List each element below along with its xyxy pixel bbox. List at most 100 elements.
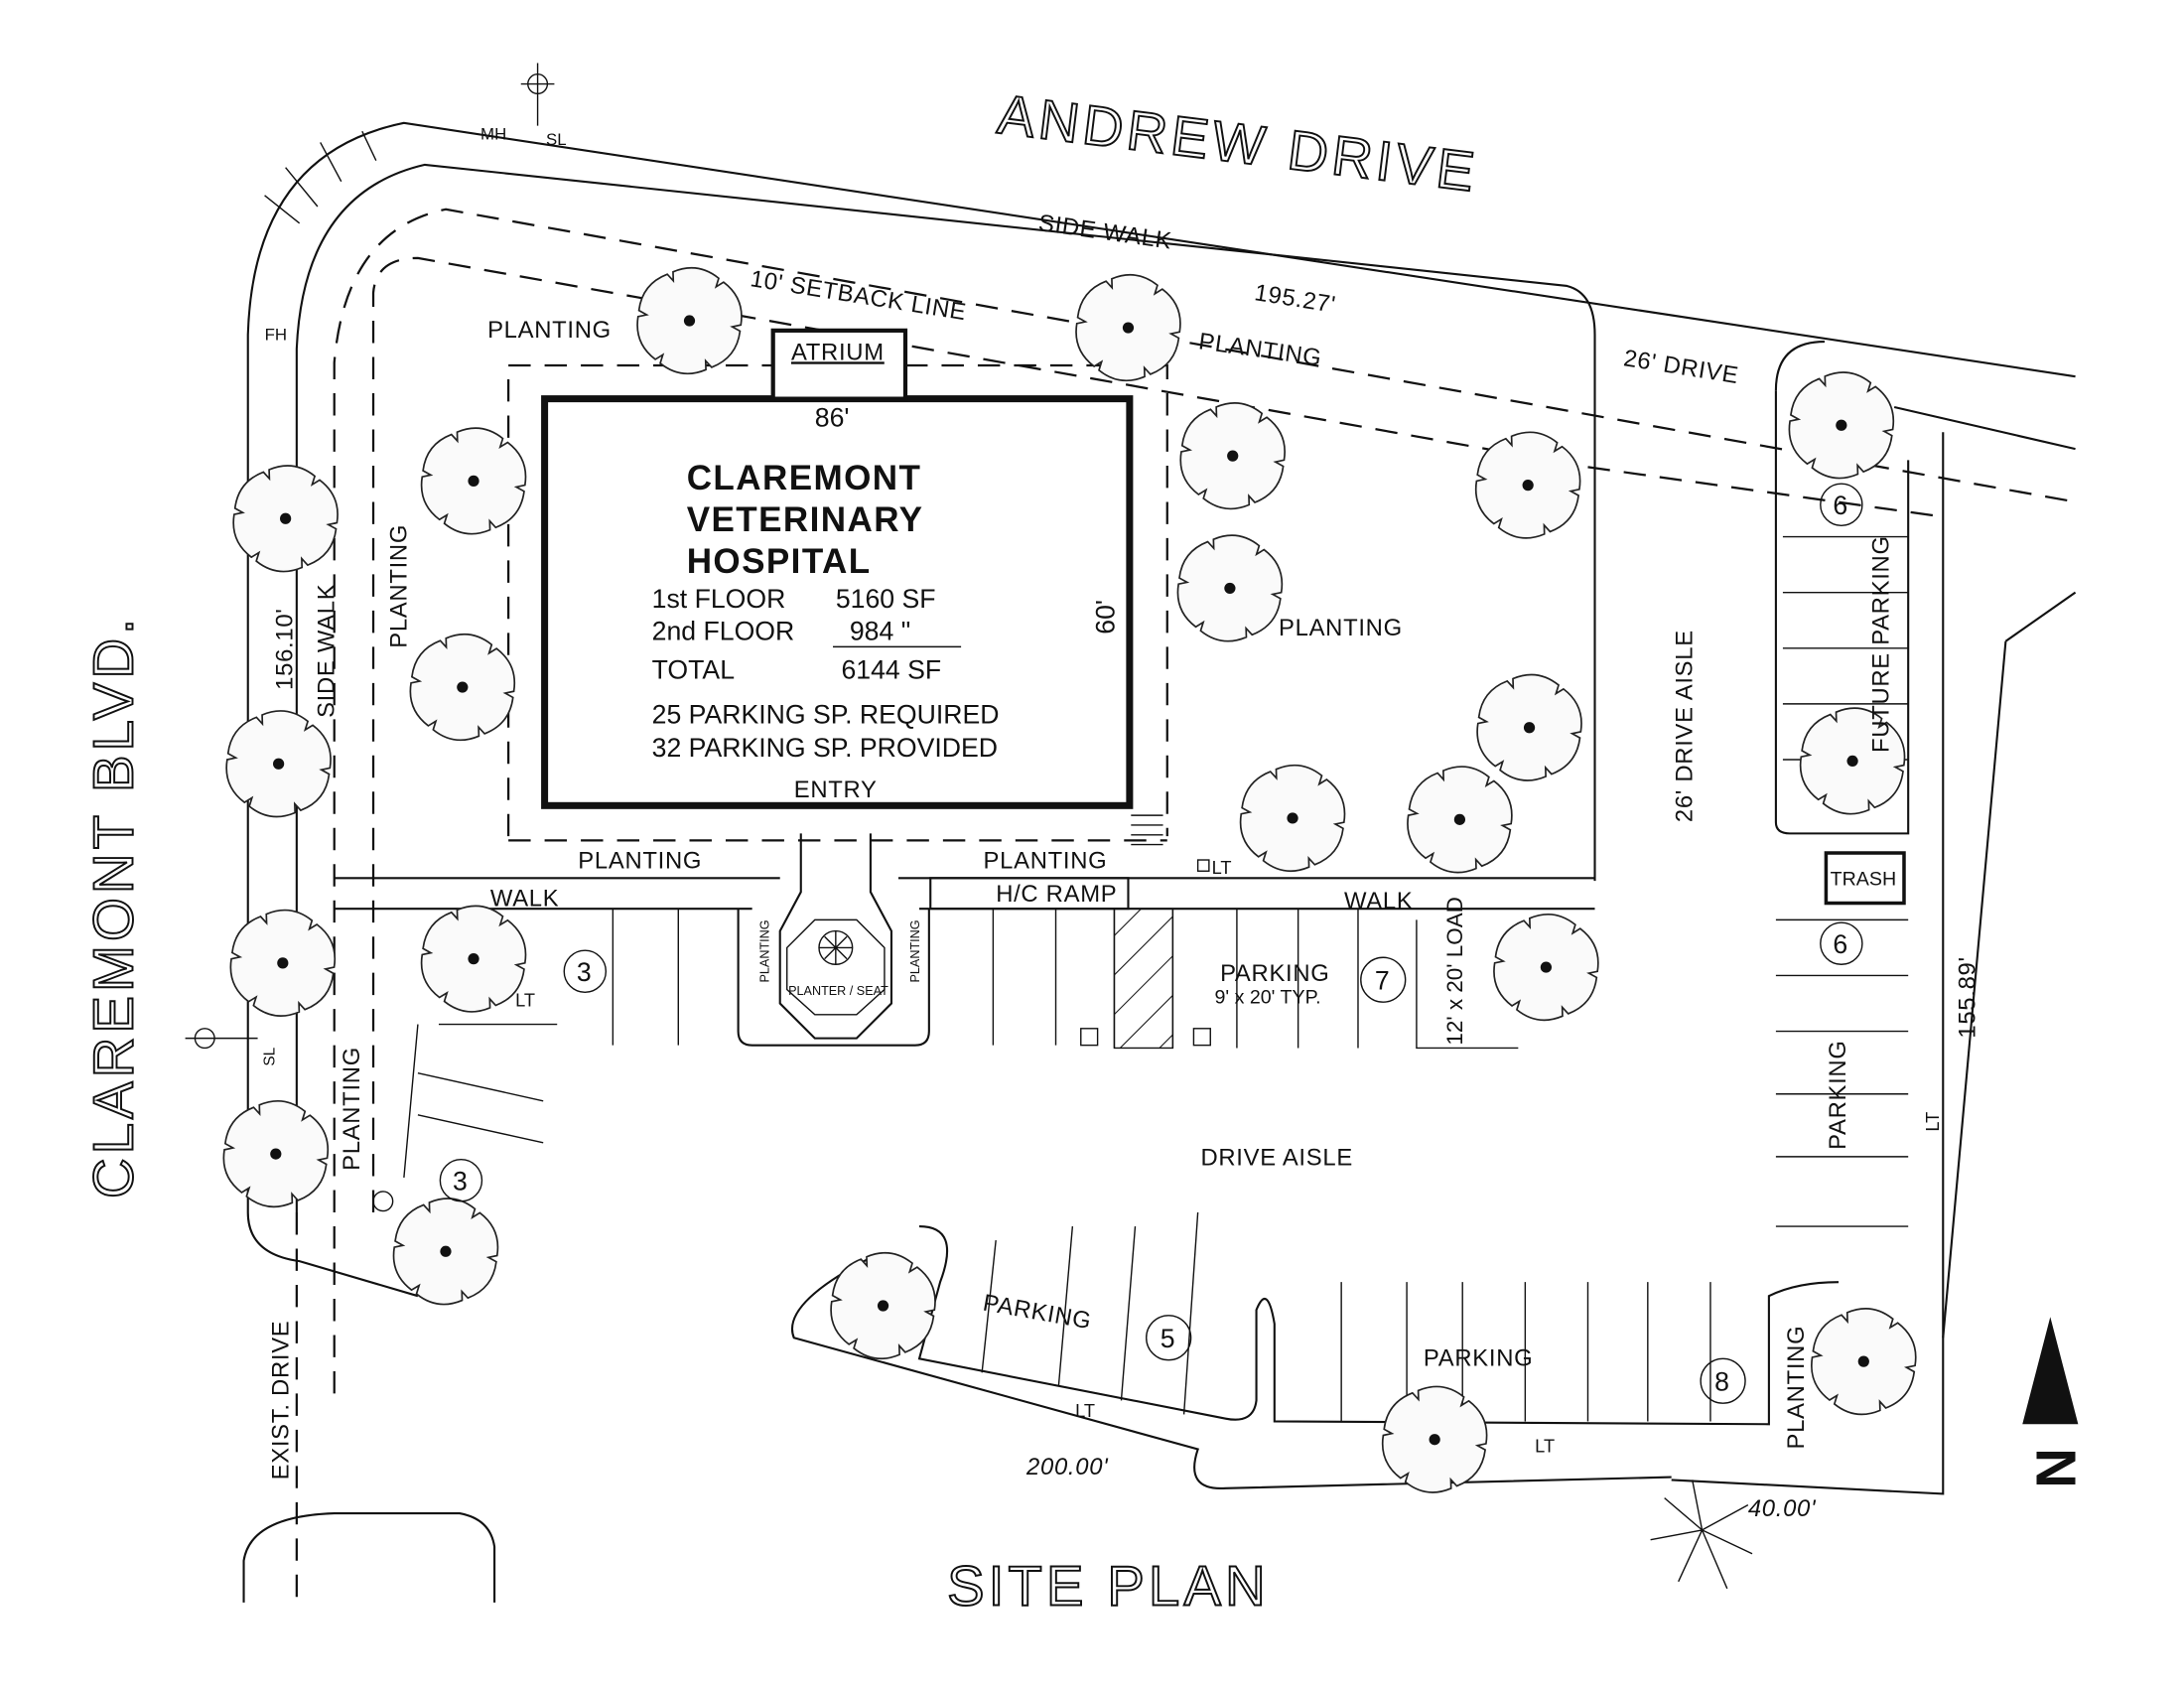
- parking-required: 25 PARKING SP. REQUIRED: [652, 700, 1000, 730]
- planter-seat-label: PLANTER / SEAT: [788, 984, 888, 998]
- building-footprint: [541, 395, 1134, 809]
- count-west-lower: 3: [453, 1167, 468, 1197]
- label-planting-6: PLANTING: [984, 847, 1108, 874]
- label-side-walk-north: SIDE WALK: [1036, 210, 1173, 255]
- count-west-upper: 3: [577, 957, 592, 987]
- north-arrow-label: N: [2025, 1448, 2088, 1488]
- tree-trunk-dot: [273, 758, 285, 770]
- label-sl-west: SL: [261, 1047, 278, 1065]
- tree-trunk-dot: [1857, 1355, 1869, 1367]
- tree-trunk-dot: [683, 315, 696, 327]
- building-width-dim: 86': [815, 403, 850, 433]
- building-name-3: HOSPITAL: [687, 542, 872, 581]
- parking-stalls-west: [403, 1023, 558, 1178]
- tree-trunk-dot: [1836, 419, 1847, 431]
- atrium: [770, 328, 908, 401]
- label-lt-4: LT: [1535, 1435, 1555, 1456]
- atrium-label: ATRIUM: [791, 339, 885, 365]
- north-arrow-icon: N: [2022, 1317, 2088, 1488]
- floor2-label: 2nd FLOOR: [652, 616, 795, 645]
- tree-trunk-dot: [270, 1148, 282, 1160]
- tree-trunk-dot: [1523, 722, 1536, 734]
- tree-trunk-dot: [440, 1245, 452, 1257]
- count-east-upper: 6: [1833, 491, 1847, 520]
- label-setback: 10' SETBACK LINE: [749, 265, 968, 326]
- tree-trunk-dot: [468, 475, 479, 488]
- label-lt-2: LT: [1212, 857, 1232, 878]
- parking-stalls-south: [791, 535, 1909, 1489]
- tree-trunk-dot: [1846, 755, 1858, 768]
- floor2-value: 984 ": [850, 616, 910, 645]
- label-parking-typ: 9' x 20' TYP.: [1214, 987, 1320, 1009]
- label-fh: FH: [265, 326, 287, 345]
- dim-southeast: 40.00': [1748, 1495, 1817, 1522]
- tree-trunk-dot: [1224, 582, 1236, 595]
- dim-west: 156.10': [272, 608, 299, 689]
- curb-lines: [242, 121, 2077, 1603]
- label-mh: MH: [480, 125, 506, 144]
- label-planting-1: PLANTING: [487, 317, 612, 344]
- label-hc-ramp: H/C RAMP: [996, 881, 1117, 908]
- building-name-1: CLAREMONT: [687, 459, 922, 497]
- label-planting-8: PLANTING: [1783, 1326, 1810, 1450]
- count-south-left: 5: [1160, 1324, 1175, 1353]
- label-walk-left: WALK: [490, 885, 560, 912]
- plaza-planting-left: PLANTING: [757, 919, 771, 982]
- label-sl-north: SL: [546, 130, 567, 149]
- building-name-2: VETERINARY: [687, 500, 924, 539]
- dim-east: 155.89': [1955, 956, 1981, 1038]
- street-claremont-blvd: CLAREMONT BLVD.: [81, 615, 144, 1198]
- label-lt-3: LT: [1075, 1400, 1095, 1421]
- tree-trunk-dot: [877, 1300, 889, 1312]
- label-lt-1: LT: [515, 989, 535, 1010]
- plaza-planting-right: PLANTING: [908, 919, 922, 982]
- tree-trunk-dot: [1522, 479, 1534, 492]
- stall-counts: 3 3 7 5 8 6 6: [439, 483, 1863, 1404]
- label-planting-2: PLANTING: [1197, 328, 1323, 371]
- tree-trunk-dot: [457, 681, 469, 693]
- tree-trunk-dot: [277, 957, 289, 969]
- palm-tree-icon: [1650, 1480, 1753, 1590]
- parking-stalls-front: [612, 908, 1519, 1050]
- walks: [334, 814, 1595, 1047]
- total-value: 6144 SF: [841, 655, 941, 685]
- tree-trunk-dot: [1287, 812, 1298, 824]
- label-planting-5: PLANTING: [578, 847, 702, 874]
- label-parking-south-right: PARKING: [1424, 1344, 1533, 1371]
- floor1-label: 1st FLOOR: [652, 584, 786, 614]
- label-planting-7: PLANTING: [339, 1047, 365, 1171]
- dim-north: 195.27': [1253, 279, 1338, 319]
- tree-trunk-dot: [1227, 450, 1239, 462]
- label-planting-4: PLANTING: [1279, 615, 1403, 641]
- label-parking-front: PARKING: [1220, 960, 1329, 987]
- street-andrew-drive: ANDREW DRIVE: [995, 82, 1482, 204]
- label-lt-5: LT: [1922, 1112, 1943, 1132]
- light-pole-icons: [185, 63, 1210, 1212]
- label-side-walk-west: SIDE WALK: [314, 584, 341, 718]
- parking-provided: 32 PARKING SP. PROVIDED: [652, 733, 998, 763]
- entry-label: ENTRY: [794, 776, 878, 803]
- tree-trunk-dot: [468, 953, 479, 965]
- label-load: 12' x 20' LOAD: [1442, 897, 1467, 1046]
- label-26-drive: 26' DRIVE: [1622, 345, 1741, 389]
- count-south-right: 8: [1714, 1367, 1729, 1397]
- count-front: 7: [1375, 966, 1390, 996]
- total-label: TOTAL: [652, 655, 735, 685]
- label-drive-aisle: DRIVE AISLE: [1200, 1144, 1353, 1171]
- count-east-lower: 6: [1833, 929, 1847, 959]
- tree-trunk-dot: [1429, 1434, 1440, 1446]
- label-parking-east: PARKING: [1825, 1040, 1851, 1149]
- floor1-value: 5160 SF: [836, 584, 936, 614]
- tree-trunk-dot: [1453, 813, 1466, 825]
- label-planting-3: PLANTING: [386, 524, 413, 648]
- label-future-parking: FUTURE PARKING: [1868, 535, 1895, 753]
- label-walk-right: WALK: [1344, 888, 1414, 915]
- label-26-drive-aisle: 26' DRIVE AISLE: [1672, 630, 1699, 822]
- label-parking-south-left: PARKING: [981, 1290, 1093, 1336]
- trees: [222, 266, 1917, 1493]
- site-plan-title: SITE PLAN: [947, 1555, 1270, 1618]
- label-exist-drive: EXIST. DRIVE: [267, 1321, 294, 1480]
- tree-trunk-dot: [1122, 322, 1135, 334]
- label-trash: TRASH: [1831, 868, 1897, 890]
- dim-south: 200.00': [1025, 1454, 1109, 1480]
